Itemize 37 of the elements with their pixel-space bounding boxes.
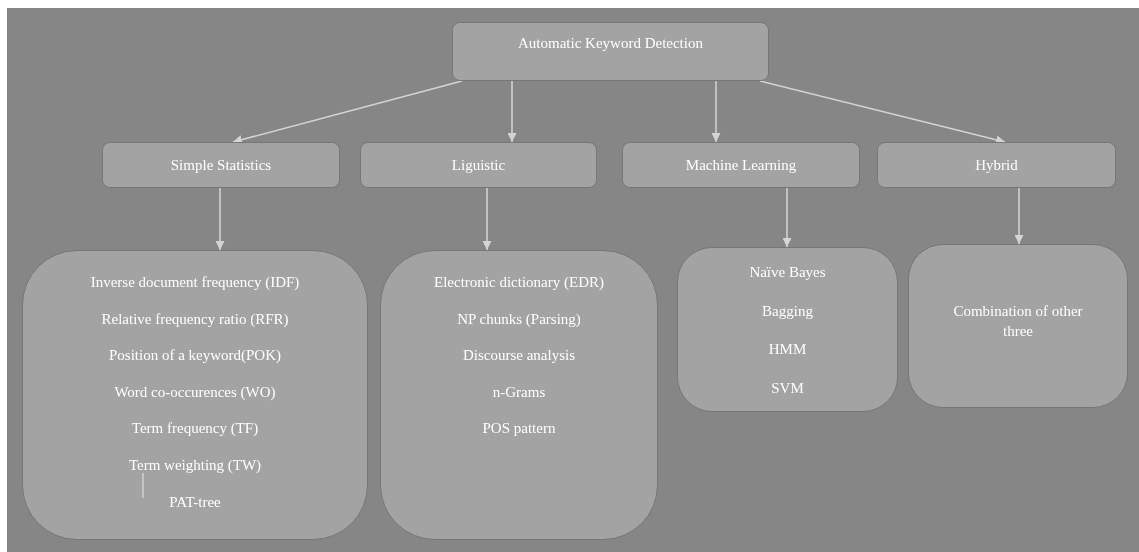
method-label: POS pattern: [482, 419, 556, 439]
method-label: SVM: [771, 378, 804, 398]
method-label: Combination of other three: [952, 302, 1084, 341]
arrow: [482, 187, 492, 251]
method-list-box: [908, 244, 1128, 408]
method-label: Word co-occurences (WO): [114, 382, 276, 402]
arrow: [782, 187, 792, 248]
node-label: Liguistic: [451, 156, 506, 175]
method-list-box: [677, 247, 898, 412]
category-box: [452, 22, 769, 81]
method-label: Bagging: [762, 301, 813, 321]
method-list-box: [380, 250, 658, 540]
method-label: n-Grams: [492, 382, 546, 402]
method-label: Electronic dictionary (EDR): [434, 273, 604, 292]
category-box: [622, 142, 860, 188]
arrow: [711, 80, 721, 143]
method-label: Relative frequency ratio (RFR): [101, 309, 289, 329]
arrow: [215, 187, 225, 251]
method-label: Naïve Bayes: [749, 263, 826, 282]
method-list-box: [22, 250, 368, 540]
method-label: Position of a keyword(POK): [108, 346, 282, 366]
category-box: [102, 142, 340, 188]
arrow: [507, 80, 517, 143]
node-label: Machine Learning: [685, 156, 797, 175]
method-label: NP chunks (Parsing): [457, 309, 581, 329]
method-label: HMM: [768, 340, 807, 359]
node-label: Automatic Keyword Detection: [518, 34, 703, 53]
category-box: [877, 142, 1116, 188]
arrow: [1014, 187, 1024, 245]
method-label: Term weighting (TW): [128, 455, 262, 475]
method-label: Discourse analysis: [462, 346, 576, 366]
method-label: Term frequency (TF): [131, 419, 259, 439]
method-label: PAT-tree: [169, 492, 221, 512]
node-label: Simple Statistics: [170, 156, 272, 175]
node-label: Hybrid: [975, 156, 1018, 175]
category-box: [360, 142, 597, 188]
method-label: Inverse document frequency (IDF): [90, 273, 300, 292]
